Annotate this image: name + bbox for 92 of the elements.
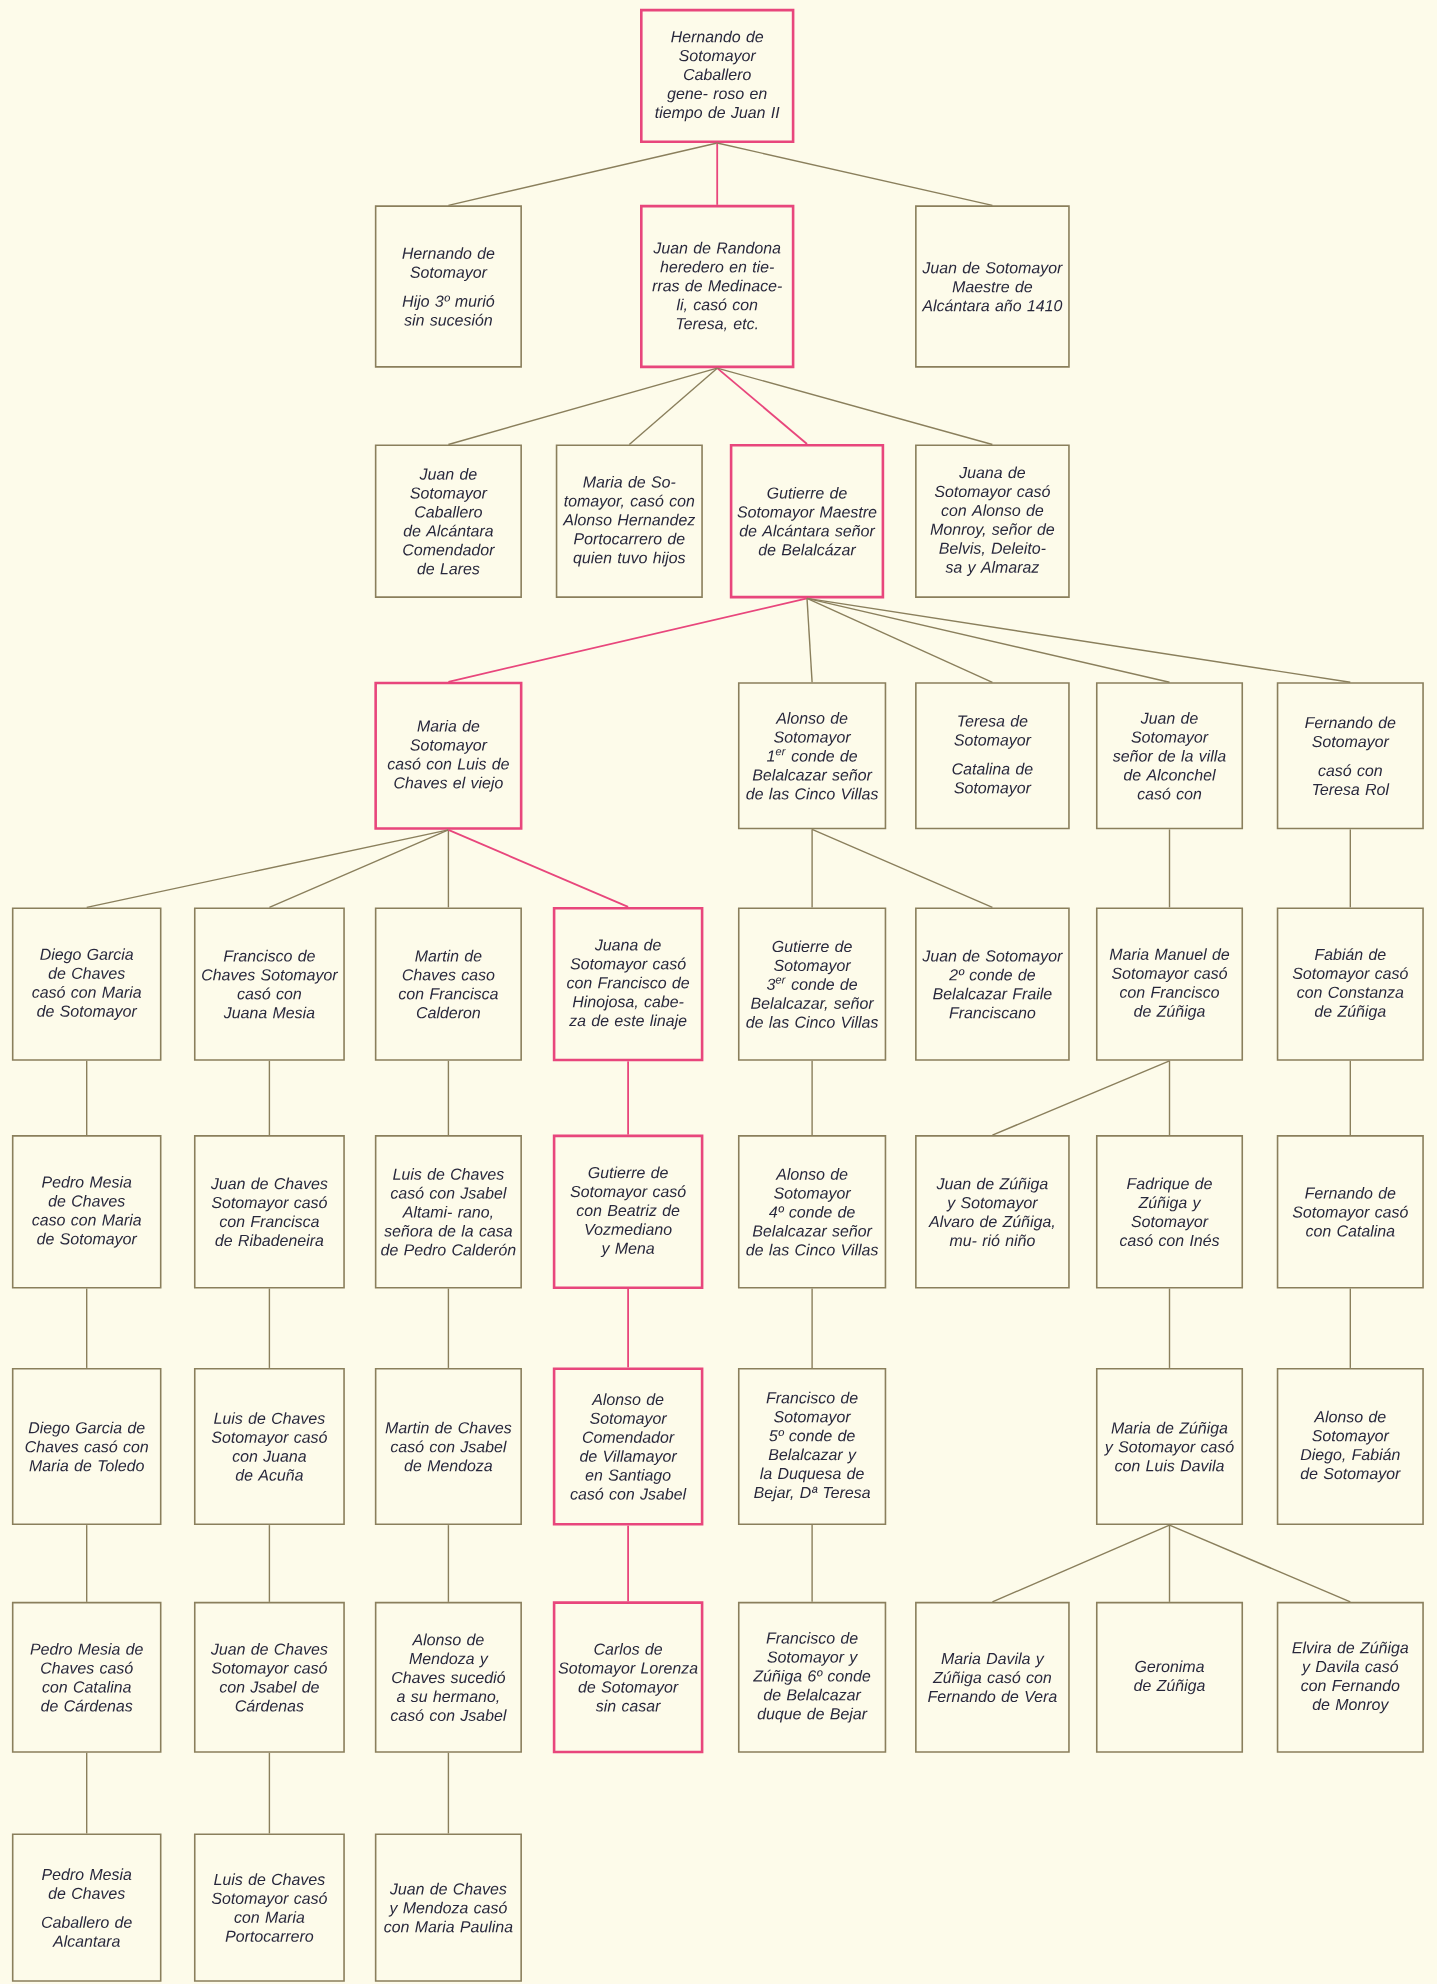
person-box: Alonso de Sotomayor Comendador de Villamayor en Santiago casó con Jsabel: [552, 1367, 704, 1526]
descent-line: [716, 367, 994, 446]
person-box: Alonso de Mendoza y Chaves sucedió a su hermano, casó con Jsabel: [374, 1601, 522, 1753]
descent-line: [1349, 1060, 1351, 1136]
descent-line: [447, 829, 450, 909]
person-box: Gutierre de Sotomayor 3$^{er}$ conde de Belalcazar, señor de las Cinco Villas: [737, 907, 887, 1061]
descent-line: [1168, 1287, 1171, 1369]
person-box: Martin de Chaves casó con Jsabel de Mendoza: [374, 1367, 522, 1526]
person-box: Juan de Sotomayor Maestre de Alcántara año 1410: [915, 205, 1070, 368]
descent-line: [447, 142, 718, 207]
descent-line: [268, 1287, 271, 1369]
descent-line: [716, 142, 994, 207]
person-box: Juan de Chaves Sotomayor casó con Jsabel de Cárdenas: [193, 1601, 345, 1753]
descent-line: [806, 597, 1171, 683]
descent-line: [268, 1752, 271, 1835]
person-box: Juan de Sotomayor Caballero de Alcántara Comendador de Lares: [374, 444, 522, 598]
descent-line: [811, 1524, 813, 1603]
person-box: Luis de Chaves Sotomayor casó con Juana de Acuña: [193, 1367, 345, 1526]
person-box: Juan de Chaves Sotomayor casó con Francisca de Ribadeneira: [193, 1135, 345, 1289]
person-box: Martin de Chaves caso con Francisca Calderon: [374, 907, 522, 1061]
person-box: Fernando de Sotomayor casó con Teresa Rol: [1276, 682, 1424, 830]
descent-line: [627, 1060, 629, 1136]
descent-line: [268, 1060, 271, 1136]
person-box: Diego Garcia de Chaves casó con Maria de Sotomayor: [11, 907, 162, 1061]
descent-line: [268, 1524, 271, 1603]
descent-line: [806, 597, 994, 683]
person-box: Fabián de Sotomayor casó con Constanza de Zúñiga: [1276, 907, 1424, 1061]
person-box: Alonso de Sotomayor Diego, Fabián de Sotomayor: [1276, 1367, 1424, 1526]
person-box: Elvira de Zúñiga y Davila casó con Fernando de Monroy: [1276, 1601, 1424, 1753]
descent-line: [716, 142, 719, 206]
person-box: Luis de Chaves Sotomayor casó con Maria Portocarrero: [193, 1833, 345, 1982]
person-box: Maria de So- tomayor, casó con Alonso Hernandez Portocarrero de quien tuvo hijos: [555, 444, 703, 598]
person-box: Maria de Sotomayor casó con Luis de Chaves el viejo: [374, 681, 523, 830]
descent-line: [991, 1524, 1171, 1603]
descent-line: [86, 1752, 88, 1835]
person-box: Pedro Mesia de Chaves caso con Maria de Sotomayor: [11, 1135, 162, 1289]
descent-line: [447, 1524, 450, 1603]
person-box: Francisco de Sotomayor 5º conde de Belalcazar y la Duquesa de Bejar, Dª Teresa: [737, 1367, 887, 1526]
descent-line: [447, 828, 629, 908]
person-box: Maria Davila y Zúñiga casó con Fernando de Vera: [915, 1601, 1070, 1753]
person-box: Juan de Chaves y Mendoza casó con Maria Paulina: [374, 1833, 522, 1982]
person-box: Pedro Mesia de Chaves casó con Catalina de Cárdenas: [11, 1601, 162, 1753]
descent-line: [806, 597, 1351, 683]
descent-line: [716, 367, 808, 445]
descent-line: [1349, 828, 1351, 909]
person-box: Juan de Randona heredero en tie- rras de Medinace- li, casó con Teresa, etc.: [640, 204, 795, 369]
person-box: Juan de Zúñiga y Sotomayor Alvaro de Zúñiga, mu- rió niño: [915, 1135, 1070, 1289]
descent-line: [447, 597, 808, 683]
descent-line: [1349, 1287, 1351, 1369]
person-box: Hernando de Sotomayor Caballero gene- roso en tiempo de Juan II: [640, 8, 795, 143]
descent-line: [86, 1524, 88, 1603]
descent-line: [447, 1287, 450, 1369]
descent-line: [447, 367, 718, 446]
descent-line: [268, 829, 450, 909]
descent-line: [811, 1287, 813, 1369]
person-box: Luis de Chaves casó con Jsabel Altami- rano, señora de la casa de Pedro Calderón: [374, 1135, 522, 1289]
person-box: Alonso de Sotomayor 4º conde de Belalcazar señor de las Cinco Villas: [737, 1135, 887, 1289]
person-box: Juana de Sotomayor casó con Alonso de Monroy, señor de Belvis, Deleito- sa y Almaraz: [915, 444, 1070, 598]
descent-line: [1168, 1524, 1351, 1603]
person-box: Francisco de Sotomayor y Zúñiga 6º conde de Belalcazar duque de Bejar: [737, 1601, 887, 1753]
descent-line: [86, 1060, 88, 1136]
descent-line: [1168, 828, 1171, 909]
person-box: Carlos de Sotomayor Lorenza de Sotomayor sin casar: [552, 1601, 704, 1754]
person-box: Francisco de Chaves Sotomayor casó con Juana Mesia: [193, 907, 345, 1061]
descent-line: [1168, 1524, 1171, 1603]
descent-line: [811, 828, 994, 909]
person-box: Diego Garcia de Chaves casó con Maria de Toledo: [11, 1367, 162, 1526]
person-box: Alonso de Sotomayor 1$^{er}$ conde de Belalcazar señor de las Cinco Villas: [737, 682, 887, 830]
person-box: Maria de Zúñiga y Sotomayor casó con Luis Davila: [1095, 1367, 1244, 1526]
descent-line: [811, 828, 813, 909]
descent-line: [811, 1060, 813, 1136]
descent-line: [86, 1287, 88, 1369]
person-box: Juan de Sotomayor 2º conde de Belalcazar Fraile Franciscano: [915, 907, 1070, 1061]
person-box: Fernando de Sotomayor casó con Catalina: [1276, 1135, 1424, 1289]
descent-line: [447, 1060, 450, 1136]
person-box: Hernando de Sotomayor Hijo 3º murió sin sucesión: [374, 205, 522, 368]
person-box: Geronima de Zúñiga: [1095, 1601, 1244, 1753]
descent-line: [991, 1060, 1171, 1136]
person-box: Juana de Sotomayor casó con Francisco de Hinojosa, cabe- za de este linaje: [552, 906, 704, 1062]
person-box: Maria Manuel de Sotomayor casó con Francisco de Zúñiga: [1095, 907, 1244, 1061]
person-box: Gutierre de Sotomayor Maestre de Alcántara señor de Belalcázar: [729, 444, 885, 599]
person-box: Pedro Mesia de Chaves Caballero de Alcantara: [11, 1833, 162, 1982]
descent-line: [627, 1288, 629, 1369]
descent-line: [447, 1752, 450, 1835]
person-box: Juan de Sotomayor señor de la villa de Alconchel casó con: [1095, 682, 1244, 830]
descent-line: [1168, 1060, 1171, 1136]
descent-line: [806, 597, 813, 683]
person-box: Gutierre de Sotomayor casó con Beatriz de Vozmediano y Mena: [552, 1134, 704, 1289]
person-box: Fadrique de Zúñiga y Sotomayor casó con Inés: [1095, 1135, 1244, 1289]
descent-line: [628, 367, 718, 446]
person-box: Teresa de Sotomayor Catalina de Sotomayor: [915, 682, 1070, 830]
descent-line: [627, 1524, 629, 1603]
